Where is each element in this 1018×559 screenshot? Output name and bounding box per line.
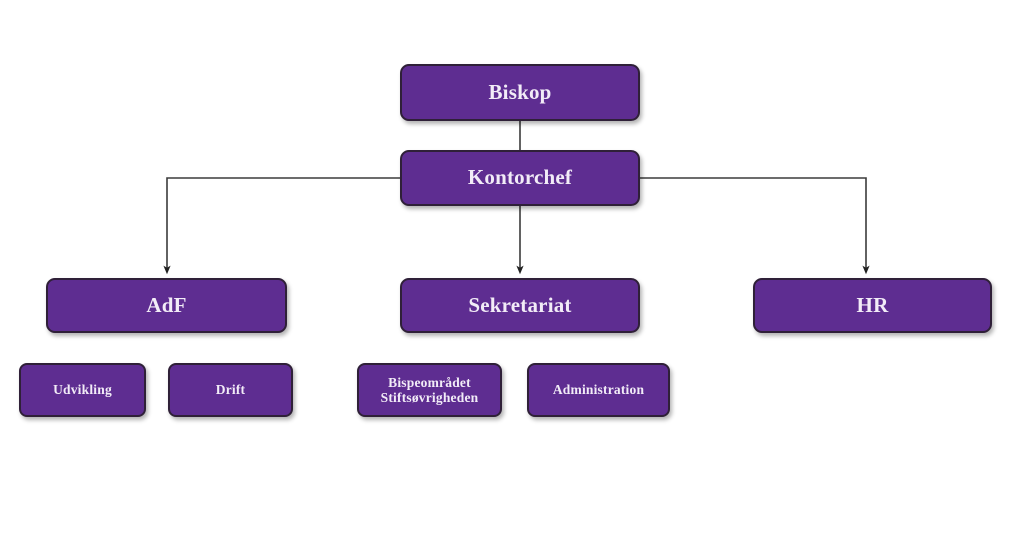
node-adf-label: AdF <box>146 292 187 317</box>
edge-kontorchef-adf <box>163 177 400 275</box>
node-udvikling[interactable]: Udvikling <box>19 363 146 417</box>
node-biskop-label: Biskop <box>488 79 552 104</box>
node-bispeomraadet-stiftsovrigheden-label: Bispeområdet Stiftsøvrigheden <box>380 374 479 405</box>
node-hr-label: HR <box>856 292 889 317</box>
node-kontorchef[interactable]: Kontorchef <box>400 150 640 206</box>
node-bispeomraadet-stiftsovrigheden[interactable]: Bispeområdet Stiftsøvrigheden <box>357 363 502 417</box>
node-administration-label: Administration <box>552 382 645 398</box>
node-biskop[interactable]: Biskop <box>400 64 640 121</box>
node-sekretariat-label: Sekretariat <box>468 292 572 317</box>
node-sekretariat[interactable]: Sekretariat <box>400 278 640 333</box>
node-kontorchef-label: Kontorchef <box>467 165 573 190</box>
edge-kontorchef-hr <box>640 177 870 275</box>
node-hr[interactable]: HR <box>753 278 992 333</box>
node-adf[interactable]: AdF <box>46 278 287 333</box>
node-drift-label: Drift <box>215 382 246 398</box>
node-administration[interactable]: Administration <box>527 363 670 417</box>
node-drift[interactable]: Drift <box>168 363 293 417</box>
node-udvikling-label: Udvikling <box>53 382 112 398</box>
